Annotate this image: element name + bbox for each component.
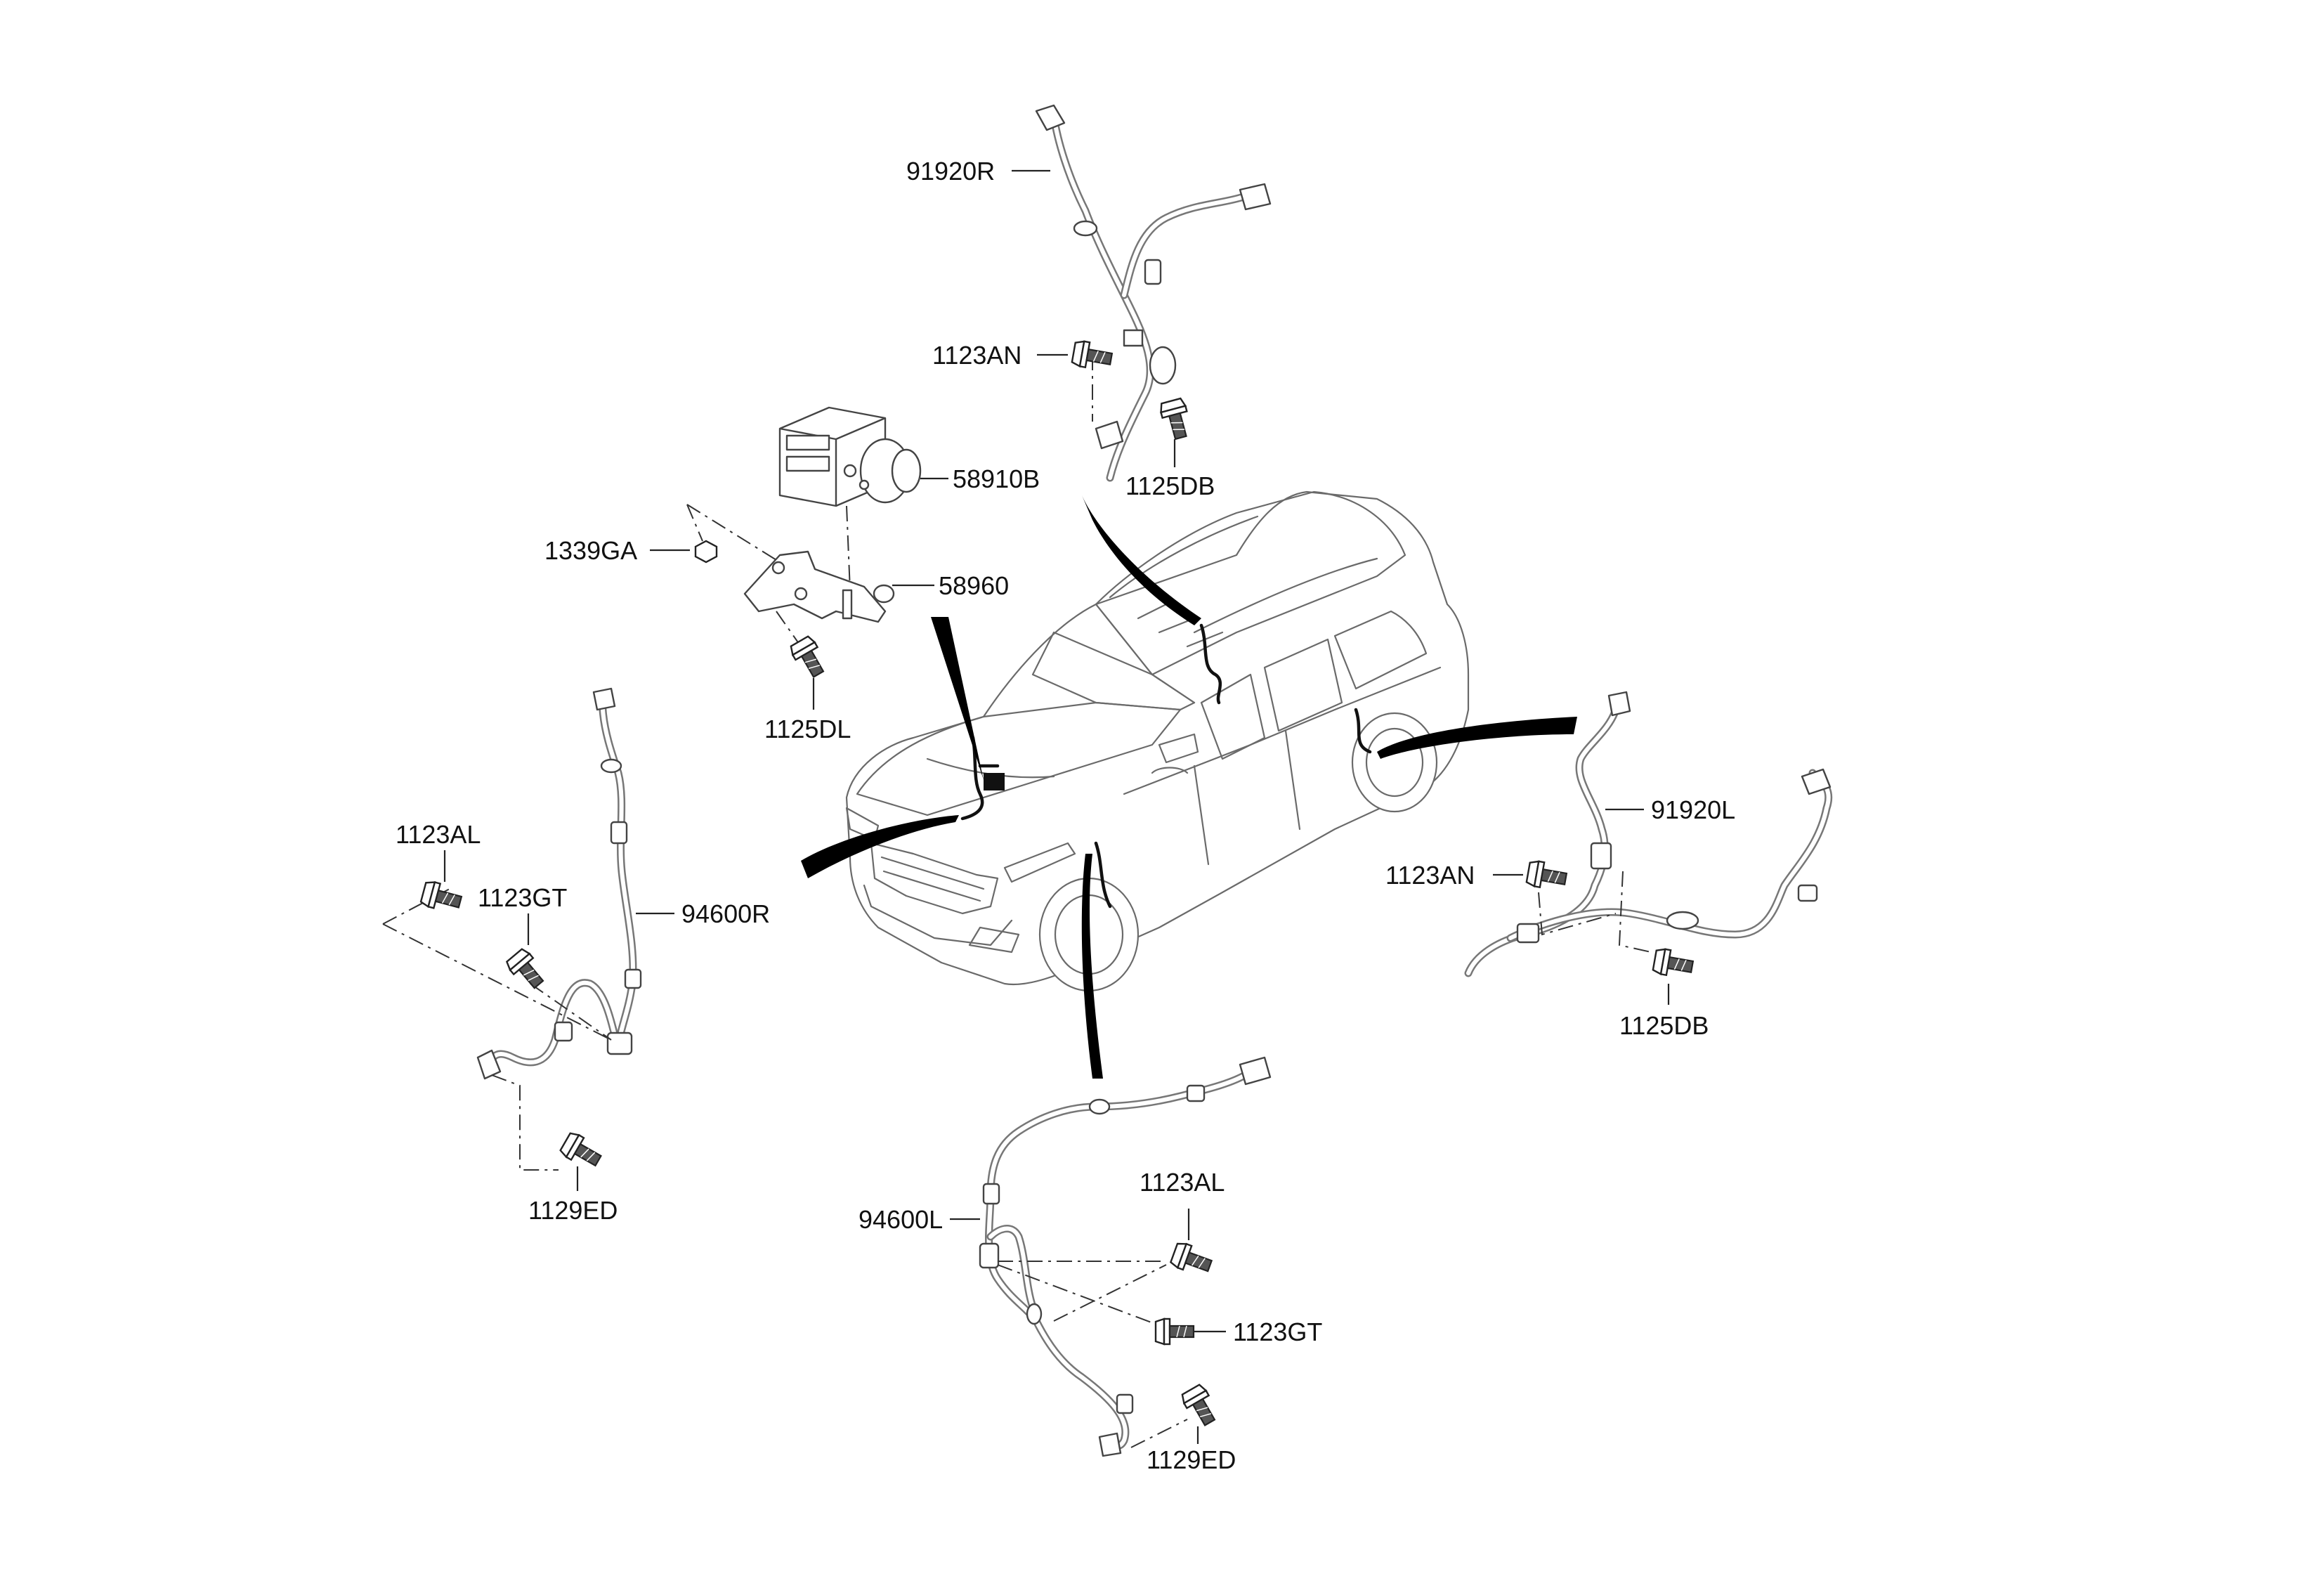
vehicle-drawing (845, 490, 1470, 992)
part-label-1129ED-left: 1129ED (528, 1196, 618, 1225)
part-label-1123GT-left: 1123GT (478, 883, 567, 912)
part-label-58960: 58960 (939, 571, 1009, 600)
wire-91920L (1464, 691, 1833, 977)
wire-94600L (979, 1056, 1272, 1457)
bolt-icon (1158, 396, 1194, 442)
part-label-1125DB-top: 1125DB (1125, 471, 1215, 500)
part-label-1129ED-bottom: 1129ED (1147, 1445, 1236, 1474)
part-label-1123AN-top: 1123AN (932, 341, 1021, 370)
part-label-94600R: 94600R (681, 899, 770, 928)
callout-wedges (801, 495, 1577, 1079)
bolt-icon (558, 1130, 606, 1173)
bolt-icon (788, 634, 830, 682)
nut-icon (694, 540, 718, 564)
part-label-1123GT-bottom: 1123GT (1233, 1317, 1322, 1346)
part-label-1123AN-right: 1123AN (1385, 861, 1475, 890)
part-label-1123AL-left: 1123AL (396, 820, 481, 849)
bolt-icon (419, 879, 464, 916)
bolt-icon (1651, 946, 1695, 980)
part-label-91920R: 91920R (906, 157, 995, 186)
car-harness (960, 623, 1372, 909)
part-label-91920L: 91920L (1651, 795, 1735, 824)
bolt-icon (1179, 1382, 1222, 1430)
part-label-1123AL-bottom: 1123AL (1140, 1168, 1225, 1197)
bracket-58960 (743, 550, 895, 623)
bolt-icon (504, 946, 549, 994)
bolt-icon (1525, 859, 1569, 892)
part-label-1125DL: 1125DL (764, 715, 851, 743)
part-label-58910B: 58910B (953, 464, 1040, 493)
car-hood (856, 701, 1182, 816)
wire-94600R (382, 687, 642, 1171)
part-label-1339GA: 1339GA (544, 536, 637, 565)
part-label-94600L: 94600L (859, 1205, 943, 1234)
bolt-icon (1168, 1240, 1215, 1279)
wire-91920R (1035, 104, 1272, 482)
abs-module-58910B (778, 406, 922, 591)
part-label-1125DB-right: 1125DB (1619, 1011, 1709, 1040)
bolt-icon (1154, 1317, 1195, 1346)
